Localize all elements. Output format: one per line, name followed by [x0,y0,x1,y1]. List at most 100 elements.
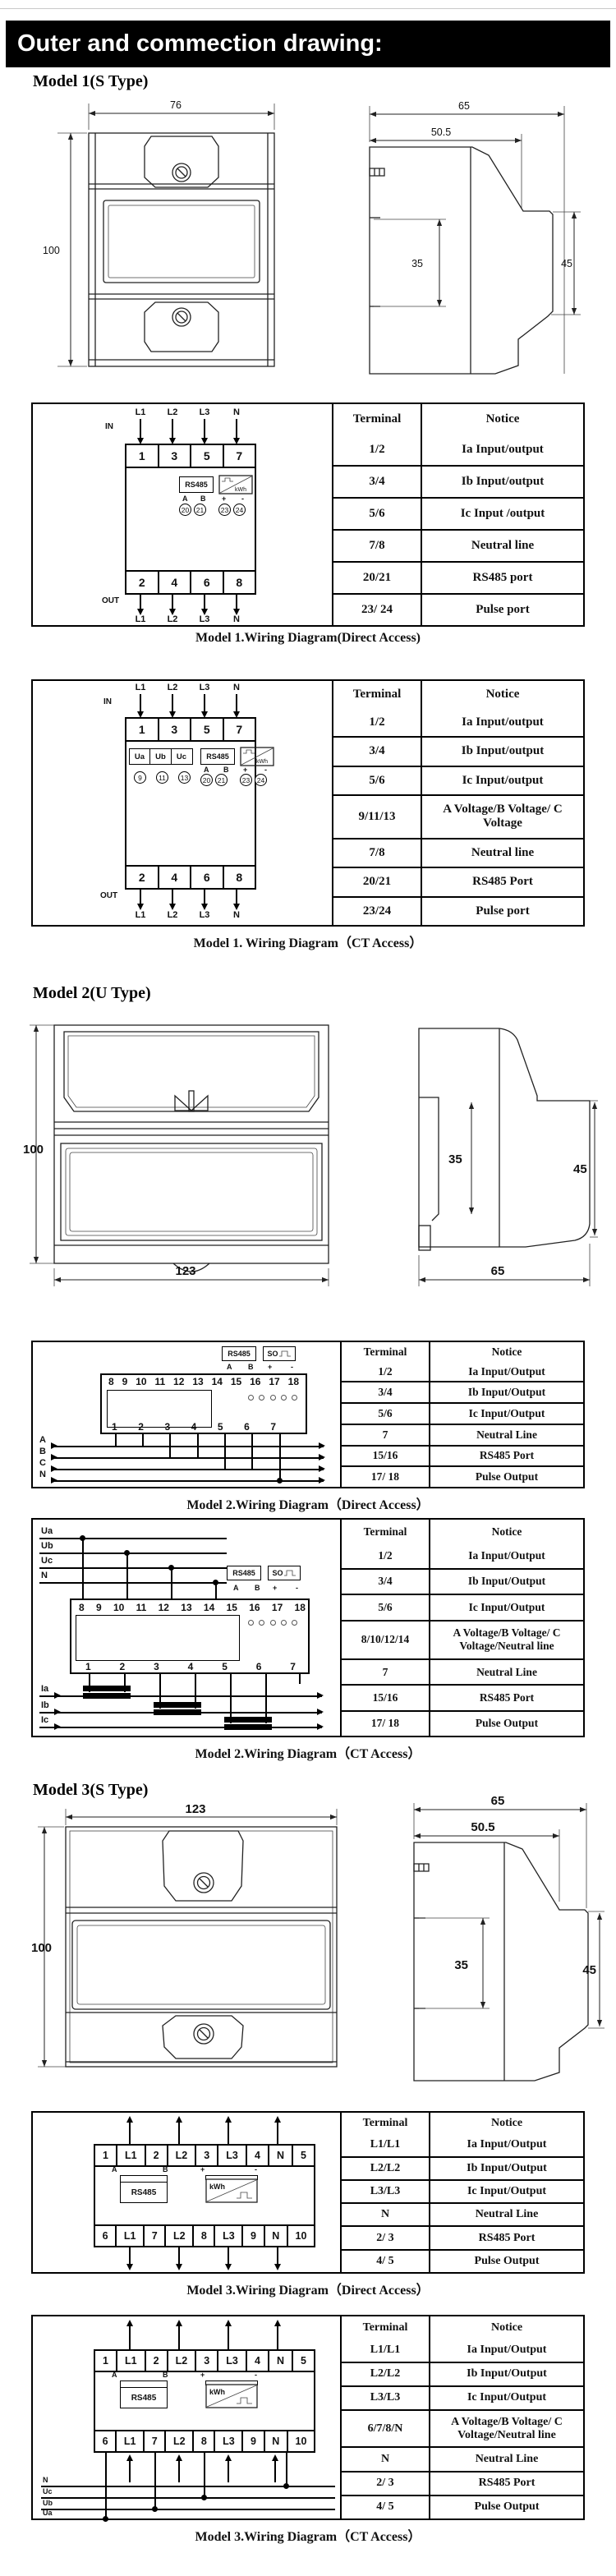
terminal-cell: 3/4 [333,738,422,766]
terminal-cell: 4 [159,867,191,888]
model1-front-view-drawing: 76 100 [43,99,275,367]
dim-width: 123 [175,1264,195,1278]
model2-direct-caption: Model 2.Wiring Diagram（Direct Access） [186,1498,430,1512]
notice-cell: Ib Input/Output [467,2161,547,2174]
table-row: L2/L2 Ib Input/Output [342,2155,583,2179]
terminal-number: 15 [230,1376,242,1387]
terminal-cell: 2 [146,2146,168,2165]
pin-minus: - [241,494,244,503]
col-header-notice: Notice [490,2321,523,2334]
pin-plus: + [222,494,227,503]
notice-cell: Pulse Output [474,2500,540,2514]
ct-bar [224,1717,272,1723]
dim-rail: 35 [448,1152,462,1166]
dim-height: 100 [43,245,60,256]
table-row: L1/L1 Ia Input/Output [342,2134,583,2156]
led-indicators [248,1620,297,1626]
so-label: SO [272,1569,283,1577]
terminal-cell: L1 [117,2431,145,2451]
terminal-table: Terminal Notice 1/2 Ia Input/output 3/4 … [332,404,583,625]
pin-b: B [255,1584,260,1592]
pulse-icon [283,1570,296,1576]
current-line-label: Ic [41,1715,49,1725]
terminal-cell: 6/7/8/N [342,2411,430,2447]
terminal-cell: 7 [342,1659,430,1685]
phase-label: A [39,1435,46,1445]
table-row: 23/24 Pulse port [333,895,583,925]
model2-heading: Model 2(U Type) [33,984,151,1002]
terminal-number: 1 [85,1661,91,1672]
pin-minus: - [296,1584,298,1592]
notice-cell: Ib Input/output [461,744,545,758]
terminal-number: 4 [191,1421,197,1433]
table-row: 6/7/8/N A Voltage/B Voltage/ C Voltage/N… [342,2409,583,2447]
table-row: 9/11/13 A Voltage/B Voltage/ C Voltage [333,794,583,838]
in-label: IN [103,697,112,706]
dim-depth: 65 [458,100,470,112]
pin-b: B [248,1363,254,1371]
voltage-line-label: N [43,2476,48,2484]
table-header-row: Terminal Notice [333,681,583,709]
notice-cell: Ia Input/output [462,715,544,729]
terminal-cell: 7/8 [333,839,422,867]
terminal-cell: 5/6 [342,1595,430,1620]
voltage-box: Ub [149,748,172,765]
voltage-line-label: Uc [41,1556,53,1566]
table-row: 5/6 Ic Input/output [333,765,583,794]
terminal-cell: 3 [196,2351,219,2371]
table-row: 3/4 Ib Input/output [333,465,583,497]
table-row: 3/4 Ib Input/Output [342,1381,583,1403]
notice-cell: Neutral Line [476,1428,537,1441]
voltage-line-label: Uc [43,2487,53,2496]
pin-b: B [163,2371,168,2379]
pin-a: A [182,494,188,503]
dim-depth: 65 [491,1264,505,1278]
notice-cell: RS485 Port [472,875,533,889]
line-label: N [233,910,240,920]
pin-a: A [112,2371,117,2379]
terminal-table: Terminal Notice 1/2 Ia Input/output 3/4 … [332,681,583,925]
kwh-pulse-icon: kWh [205,2178,258,2203]
terminal-number: 11 [154,1376,166,1387]
voltage-box: Ua [128,748,151,765]
table-row: 4/ 5 Pulse Output [342,2248,583,2272]
notice-cell: A Voltage/B Voltage/ C Voltage/Neutral l… [453,1626,561,1653]
terminal-cell: 7/8 [333,531,422,561]
terminal-number: 8 [79,1602,85,1613]
kwh-label: kWh [256,759,268,765]
rail-connector-detail [413,1863,430,1872]
table-row: 8/10/12/14 A Voltage/B Voltage/ C Voltag… [342,1619,583,1658]
rs485-label: RS485 [228,1350,251,1358]
terminal-cell: L2/L2 [342,2362,430,2385]
line-label: L1 [135,614,146,624]
terminal-table: Terminal Notice 1/2 Ia Input/Output 3/4 … [340,1342,583,1488]
terminal-cell: 5/6 [333,499,422,529]
terminal-cell: 8 [194,2431,216,2451]
rs485-box: RS485 [222,1346,256,1361]
terminal-number: 3 [154,1661,159,1672]
rs485-box: RS485 [120,2387,168,2408]
terminal-cell: 4/ 5 [342,2496,430,2518]
terminal-cell: L2/L2 [342,2157,430,2179]
terminal-number: 13 [192,1376,204,1387]
terminal-21: 21 [215,774,228,786]
model1-side-view-drawing: 65 50.5 35 45 [369,100,581,375]
terminal-number: 11 [136,1602,147,1613]
table-row: L3/L3 Ic Input/Output [342,2385,583,2409]
terminal-cell: 1/2 [342,1543,430,1568]
pin-minus: - [255,2165,257,2174]
terminal-number: 5 [222,1661,228,1672]
terminal-cell: 4 [159,572,191,593]
in-label: IN [105,422,113,431]
table-row: 15/16 RS485 Port [342,1444,583,1466]
table-row: 5/6 Ic Input /output [333,497,583,529]
rs485-box: RS485 [200,748,235,765]
line-label: L1 [135,910,146,920]
terminal-cell: 2/ 3 [342,2472,430,2495]
